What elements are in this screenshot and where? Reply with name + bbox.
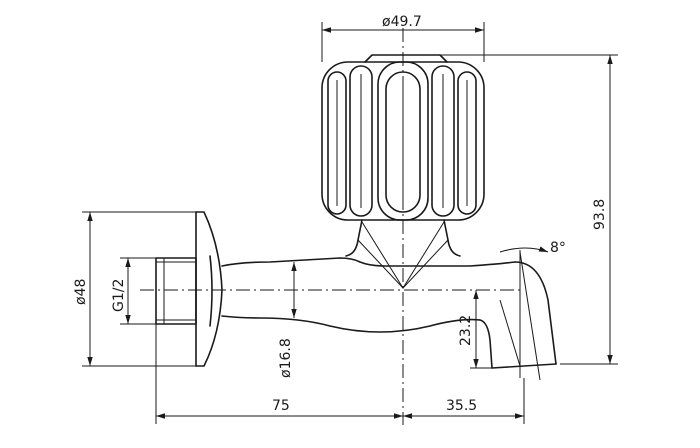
threaded-connector xyxy=(155,257,197,325)
flange xyxy=(195,211,223,367)
dim-thread xyxy=(120,257,156,325)
dim-flange-diameter xyxy=(82,211,196,367)
dim-spout-height xyxy=(470,290,492,369)
dim-total-height xyxy=(440,54,618,365)
dim-lengths xyxy=(155,324,525,424)
spout-height-label: 23.2 xyxy=(458,315,474,346)
length-spout-label: 35.5 xyxy=(446,398,477,414)
knob-diameter-label: ø49.7 xyxy=(382,14,422,30)
dim-angle xyxy=(499,246,549,381)
total-height-label: 93.8 xyxy=(592,199,608,230)
thread-label: G1/2 xyxy=(111,279,127,312)
center-lines xyxy=(140,28,520,425)
flange-diameter-label: ø48 xyxy=(73,279,89,305)
length-main-label: 75 xyxy=(272,398,290,414)
faucet-body xyxy=(221,257,557,369)
stem xyxy=(345,219,461,289)
body-diameter-label: ø16.8 xyxy=(278,338,294,378)
angle-label: 8° xyxy=(550,240,566,256)
